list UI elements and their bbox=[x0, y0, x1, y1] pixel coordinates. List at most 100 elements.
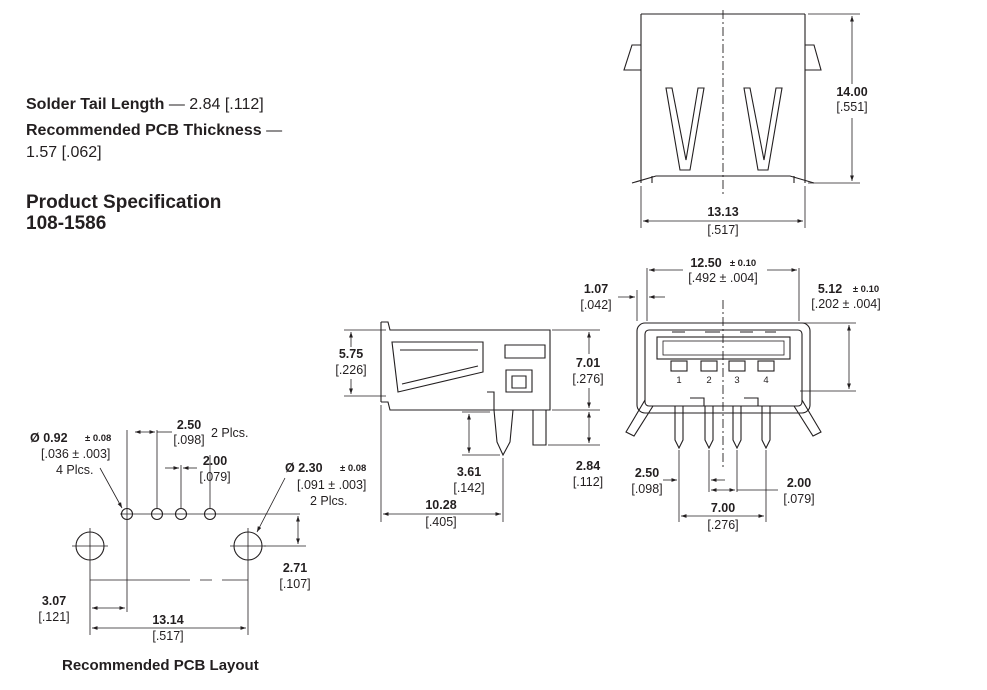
front-view-lower-notches bbox=[690, 397, 759, 406]
front-view-shell-inner bbox=[644, 329, 803, 407]
top-view-right-tab bbox=[805, 44, 822, 71]
pcb-1314-mm: 13.14 bbox=[152, 613, 183, 627]
pcb-thickness-label: Recommended PCB Thickness bbox=[26, 122, 262, 139]
front-view-left-leg bbox=[625, 399, 654, 437]
front-1250-ext bbox=[646, 268, 800, 321]
contact-4 bbox=[757, 360, 775, 372]
side-575-in: [.226] bbox=[335, 363, 366, 377]
side-view-window bbox=[505, 369, 533, 393]
side-284-mm: 2.84 bbox=[576, 459, 600, 473]
top-height-mm: 14.00 bbox=[836, 85, 867, 99]
pcb-250-in: [.098] bbox=[173, 433, 204, 447]
side-575-mm: 5.75 bbox=[339, 347, 363, 361]
pcb-092-mm: Ø 0.92 bbox=[30, 431, 68, 445]
top-view-spring-left bbox=[665, 87, 705, 171]
solder-tail-spec: Solder Tail Length — 2.84 [.112] bbox=[26, 94, 264, 116]
pin-label-3: 3 bbox=[734, 375, 739, 386]
top-view-spring-right bbox=[743, 87, 783, 171]
product-spec-heading: Product Specification 108-1586 bbox=[26, 192, 221, 234]
pcb-thickness-spec: Recommended PCB Thickness — 1.57 [.062] bbox=[26, 120, 282, 164]
pcb-230-qty: 2 Plcs. bbox=[310, 494, 348, 508]
front-view-tongue-inner bbox=[662, 340, 785, 356]
side-1028-ext bbox=[380, 405, 504, 522]
pcb-092-tol: ± 0.08 bbox=[85, 433, 111, 444]
contact-2 bbox=[700, 360, 718, 372]
side-361-mm: 3.61 bbox=[457, 465, 481, 479]
pin-label-2: 2 bbox=[706, 375, 711, 386]
solder-tail-value: — 2.84 [.112] bbox=[168, 96, 264, 113]
pcb-092-in: [.036 ± .003] bbox=[41, 447, 110, 461]
side-284-in: [.112] bbox=[573, 475, 603, 489]
front-pin-1 bbox=[674, 406, 684, 450]
front-107-mm: 1.07 bbox=[584, 282, 608, 296]
front-view-pins bbox=[674, 406, 771, 450]
front-view-contacts: 1 2 3 4 bbox=[670, 360, 775, 386]
pcb-307-in: [.121] bbox=[38, 610, 69, 624]
pcb-layout: 2.50 [.098] 2 Plcs. 2.00 [.079] Ø 0.92 ±… bbox=[30, 418, 366, 643]
front-200-in: [.079] bbox=[783, 492, 814, 506]
top-view-width-ext bbox=[640, 186, 806, 228]
front-200-mm: 2.00 bbox=[787, 476, 811, 490]
side-575-ext bbox=[344, 329, 386, 397]
pcb-230-in: [.091 ± .003] bbox=[297, 478, 366, 492]
side-view-body bbox=[381, 321, 551, 411]
front-250-in: [.098] bbox=[631, 482, 662, 496]
front-512-ext bbox=[790, 322, 856, 392]
pcb-230-mm: Ø 2.30 bbox=[285, 461, 323, 475]
front-pin-4 bbox=[761, 406, 771, 450]
pcb-1314-in: [.517] bbox=[152, 629, 183, 643]
solder-tail-label: Solder Tail Length bbox=[26, 96, 165, 113]
front-700-mm: 7.00 bbox=[711, 501, 735, 515]
front-1250-in: [.492 ± .004] bbox=[688, 271, 757, 285]
front-512-in: [.202 ± .004] bbox=[811, 297, 880, 311]
pcb-thickness-dash: — bbox=[266, 122, 283, 139]
pcb-200-in: [.079] bbox=[199, 470, 230, 484]
side-view: 5.75 [.226] 7.01 [.276] 2.84 [.112] 3.61… bbox=[332, 321, 608, 529]
pcb-200-mm: 2.00 bbox=[203, 454, 227, 468]
pin-label-1: 1 bbox=[676, 375, 681, 386]
side-701-in: [.276] bbox=[572, 372, 603, 386]
front-512-mm: 5.12 bbox=[818, 282, 842, 296]
top-view-left-tab bbox=[623, 44, 641, 71]
front-107-in: [.042] bbox=[580, 298, 611, 312]
pcb-layout-caption: Recommended PCB Layout bbox=[62, 657, 259, 674]
side-701-mm: 7.01 bbox=[576, 356, 600, 370]
front-view-tongue bbox=[656, 336, 791, 360]
side-361-in: [.142] bbox=[453, 481, 484, 495]
side-view-pin bbox=[487, 391, 520, 457]
front-pin-3 bbox=[732, 406, 742, 450]
front-512-tol: ± 0.10 bbox=[853, 284, 879, 295]
pcb-092-qty: 4 Plcs. bbox=[56, 463, 94, 477]
contact-1 bbox=[670, 360, 688, 372]
top-view: 14.00 [.551] 13.13 [.517] bbox=[623, 10, 871, 237]
top-view-height-ext bbox=[808, 13, 860, 184]
pcb-extension-lines bbox=[89, 430, 249, 635]
pin-label-4: 4 bbox=[763, 375, 768, 386]
side-view-spring bbox=[391, 341, 484, 393]
pcb-230-tol: ± 0.08 bbox=[340, 463, 366, 474]
top-height-in: [.551] bbox=[836, 100, 867, 114]
pcb-thickness-value: 1.57 [.062] bbox=[26, 144, 102, 161]
front-700-in: [.276] bbox=[707, 518, 738, 532]
pcb-092-leader bbox=[99, 467, 123, 509]
side-1028-mm: 10.28 bbox=[425, 498, 456, 512]
pcb-250-qty: 2 Plcs. bbox=[211, 426, 249, 440]
pcb-230-leader bbox=[256, 477, 286, 533]
front-1250-tol: ± 0.10 bbox=[730, 258, 756, 269]
top-width-mm: 13.13 bbox=[707, 205, 738, 219]
front-pin-2 bbox=[704, 406, 714, 450]
pcb-250-mm: 2.50 bbox=[177, 418, 201, 432]
pcb-271-mm: 2.71 bbox=[283, 561, 307, 575]
side-701-ext bbox=[548, 329, 600, 446]
front-1250-mm: 12.50 bbox=[690, 256, 721, 270]
front-view-right-leg bbox=[793, 399, 822, 437]
product-spec-number: 108-1586 bbox=[26, 213, 107, 234]
side-361-ext bbox=[462, 411, 500, 456]
front-view-shell bbox=[636, 322, 811, 414]
front-pitch-ext bbox=[678, 450, 767, 522]
pcb-271-in: [.107] bbox=[279, 577, 310, 591]
product-spec-title: Product Specification bbox=[26, 192, 222, 213]
top-width-in: [.517] bbox=[707, 223, 738, 237]
front-view: 1 2 3 4 12.50 ± 0.10 [.492 ± .004] 1.07 … bbox=[580, 254, 884, 532]
